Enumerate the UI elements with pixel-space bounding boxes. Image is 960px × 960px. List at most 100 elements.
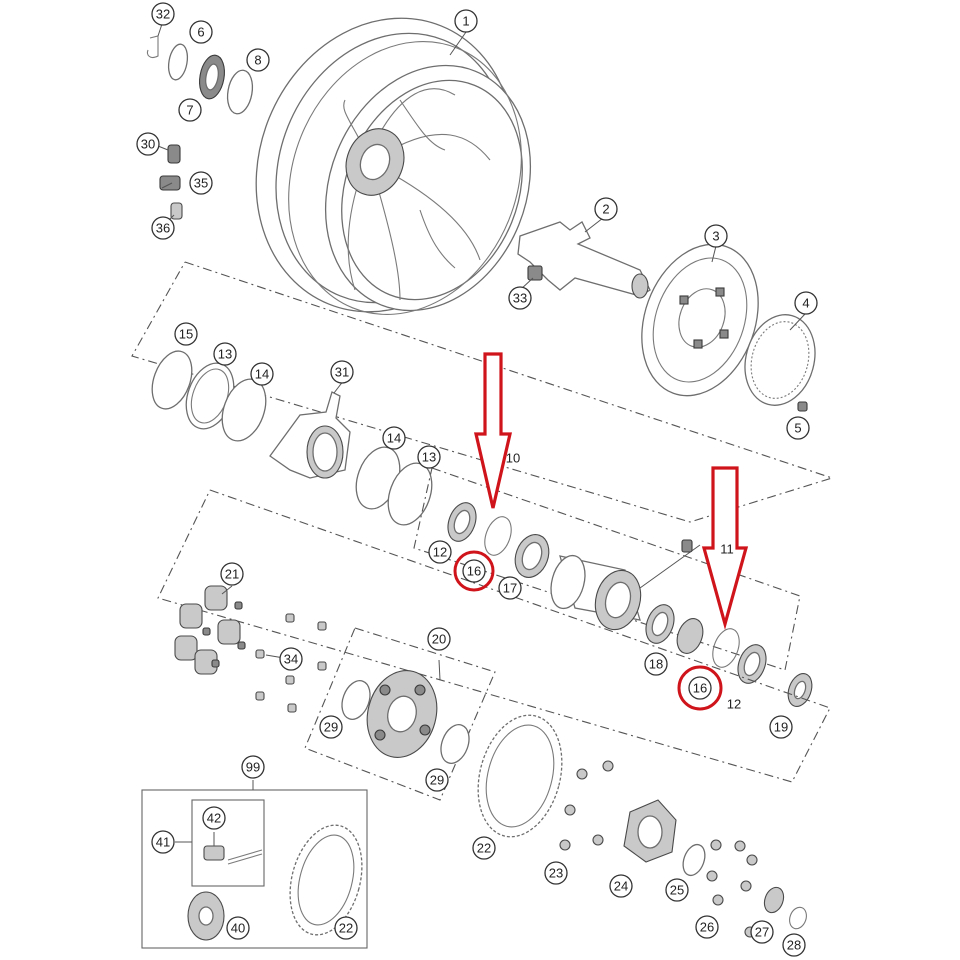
callout-40: 40 — [226, 916, 250, 940]
chain-link — [203, 845, 263, 865]
leader-lines — [157, 23, 806, 846]
callout-14a: 14 — [250, 362, 274, 386]
frame-upper — [131, 261, 834, 523]
callout-label: 28 — [787, 938, 801, 953]
callout-label: 33 — [513, 291, 527, 306]
callout-label: 7 — [186, 103, 193, 118]
callout-31: 31 — [330, 360, 354, 384]
kit-box — [141, 789, 368, 949]
callout-4: 4 — [794, 291, 818, 315]
callout-label: 32 — [156, 7, 170, 22]
callout-99: 99 — [241, 755, 265, 779]
callout-41: 41 — [151, 830, 175, 854]
kit-sprocket-large — [289, 824, 363, 936]
bearing-17-inner — [521, 541, 543, 571]
callout-label: 22 — [339, 921, 353, 936]
callout-label: 42 — [207, 811, 221, 826]
rear-wheel — [255, 17, 532, 315]
callout-6: 6 — [189, 20, 213, 44]
frame-carrier — [304, 627, 496, 801]
nuts-26 — [706, 839, 758, 938]
callout-10: 10 — [506, 451, 520, 466]
callout-label: 30 — [141, 137, 155, 152]
callout-label: 27 — [755, 925, 769, 940]
axle — [517, 221, 651, 299]
callout-17: 17 — [498, 576, 522, 600]
callout-label: 2 — [602, 202, 609, 217]
callout-27: 27 — [750, 920, 774, 944]
callout-15: 15 — [174, 322, 198, 346]
bearing-mid — [676, 618, 704, 654]
callout-21: 21 — [220, 562, 244, 586]
callout-label: 16 — [693, 681, 707, 696]
callout-36: 36 — [151, 216, 175, 240]
callout-22b: 22 — [334, 916, 358, 940]
bolts-34 — [255, 613, 327, 713]
callout-26: 26 — [695, 915, 719, 939]
callout-13a: 13 — [213, 342, 237, 366]
callout-label: 4 — [802, 296, 809, 311]
callout-34: 34 — [279, 647, 303, 671]
callout-label: 12 — [727, 697, 741, 712]
callout-16a: 16 — [462, 559, 486, 583]
callout-label: 41 — [156, 835, 170, 850]
seal-29b — [440, 724, 470, 764]
seals-left — [151, 350, 267, 442]
callout-25: 25 — [665, 878, 689, 902]
callout-3: 3 — [704, 224, 728, 248]
highlight-ring-16a — [453, 550, 495, 592]
callout-label: 26 — [700, 920, 714, 935]
callout-label: 3 — [712, 229, 719, 244]
callout-1: 1 — [454, 9, 478, 33]
callout-22a: 22 — [472, 836, 496, 860]
callout-label: 16 — [467, 564, 481, 579]
callout-label: 31 — [335, 365, 349, 380]
valve-parts — [146, 35, 254, 220]
callout-label: 17 — [503, 581, 517, 596]
callout-19: 19 — [769, 715, 793, 739]
callout-label: 36 — [156, 221, 170, 236]
caliper-carrier — [269, 391, 351, 479]
abs-ring — [744, 314, 816, 412]
callout-24: 24 — [609, 874, 633, 898]
callout-label: 8 — [254, 53, 261, 68]
circlip-16b — [712, 628, 740, 668]
callout-35: 35 — [189, 171, 213, 195]
seal-29a — [341, 680, 371, 720]
brake-disc — [641, 243, 759, 397]
hub-sleeve — [550, 539, 701, 631]
callout-label: 12 — [433, 545, 447, 560]
callout-label: 21 — [225, 567, 239, 582]
callout-20: 20 — [427, 627, 451, 651]
callout-42: 42 — [202, 806, 226, 830]
callout-33: 33 — [508, 286, 532, 310]
callout-16b: 16 — [688, 676, 712, 700]
callout-32: 32 — [151, 2, 175, 26]
callout-label: 23 — [549, 866, 563, 881]
callout-label: 15 — [179, 327, 193, 342]
callout-label: 14 — [387, 431, 401, 446]
chain-box — [191, 799, 265, 887]
callout-label: 19 — [774, 720, 788, 735]
callout-label: 5 — [794, 421, 801, 436]
callout-label: 18 — [649, 657, 663, 672]
frame-lower — [157, 489, 831, 783]
callout-label: 1 — [462, 14, 469, 29]
callout-label: 24 — [614, 879, 628, 894]
callout-14b: 14 — [382, 426, 406, 450]
hub-flange — [623, 799, 677, 863]
callout-29b: 29 — [425, 768, 449, 792]
callout-label: 29 — [430, 773, 444, 788]
callout-label: 13 — [218, 347, 232, 362]
nut-27 — [763, 886, 785, 914]
callout-label: 6 — [197, 25, 204, 40]
callout-label: 10 — [506, 451, 520, 466]
callout-label: 40 — [231, 921, 245, 936]
cush-dampers — [174, 585, 246, 675]
callout-11: 11 — [720, 542, 734, 557]
callout-30: 30 — [136, 132, 160, 156]
highlight-arrow-1 — [473, 352, 513, 509]
callout-23: 23 — [544, 861, 568, 885]
